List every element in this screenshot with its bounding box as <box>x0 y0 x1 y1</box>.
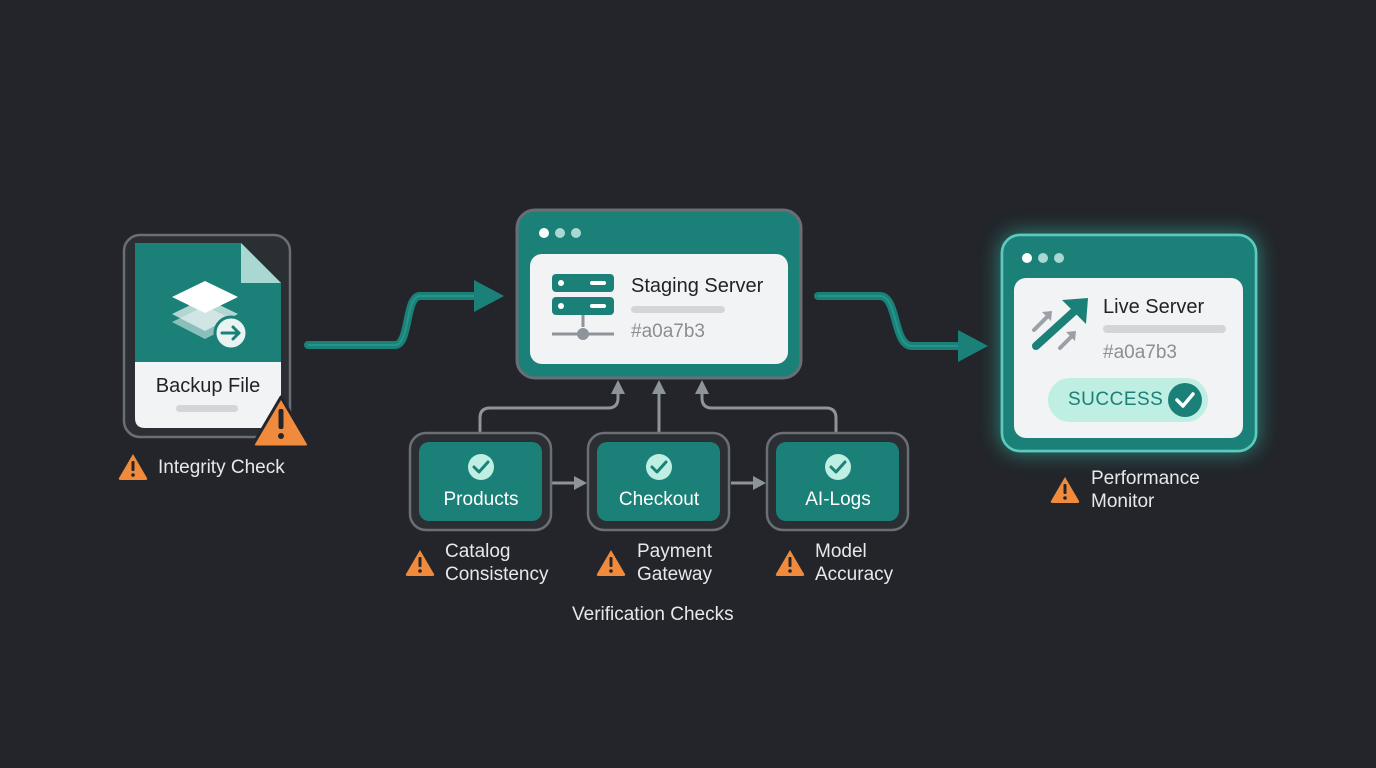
performance-monitor-line: Monitor <box>1091 491 1155 512</box>
check-note-line: Accuracy <box>815 564 894 585</box>
check-label-ai-logs: AI-Logs <box>805 489 871 510</box>
integrity-check-label: Integrity Check <box>158 457 285 478</box>
warning-icon <box>118 454 148 480</box>
verification-checks-label: Verification Checks <box>572 604 734 625</box>
check-box-products <box>408 431 553 532</box>
check-note-ai-logs: Model Accuracy <box>815 540 893 586</box>
live-server-hash: #a0a7b3 <box>1103 342 1177 363</box>
check-box-checkout <box>586 431 731 532</box>
check-note-products: Catalog Consistency <box>445 540 549 586</box>
check-box-ai-logs <box>765 431 910 532</box>
check-note-line: Consistency <box>445 564 549 585</box>
performance-monitor-line: Performance <box>1091 468 1200 489</box>
warning-icon <box>596 550 626 576</box>
warning-icon <box>1050 477 1080 503</box>
backup-file-label: Backup File <box>155 375 261 397</box>
check-circle-icon <box>646 454 672 480</box>
check-label-checkout: Checkout <box>618 489 700 510</box>
staging-server-title: Staging Server <box>631 275 764 297</box>
check-connectors <box>478 392 838 485</box>
live-server-title: Live Server <box>1103 296 1205 318</box>
check-note-checkout: Payment Gateway <box>637 540 712 586</box>
warning-icon <box>775 550 805 576</box>
trend-up-icon <box>1032 298 1088 350</box>
flow-arrow-to-live <box>814 292 988 362</box>
success-check-icon <box>1168 383 1202 417</box>
flow-arrow-to-staging <box>304 280 504 349</box>
check-note-line: Model <box>815 541 867 562</box>
arrow-right-circle-icon <box>213 315 249 351</box>
check-circle-icon <box>468 454 494 480</box>
performance-monitor-label: Performance Monitor <box>1091 467 1200 513</box>
backup-placeholder-bar <box>176 405 238 412</box>
layers-icon <box>172 281 238 339</box>
check-note-line: Payment <box>637 541 712 562</box>
check-note-line: Gateway <box>637 564 712 585</box>
server-icon <box>552 274 614 340</box>
backup-warning-icon <box>251 395 311 449</box>
success-badge-label: SUCCESS <box>1068 389 1164 410</box>
warning-icon <box>405 550 435 576</box>
staging-server-hash: #a0a7b3 <box>631 321 705 342</box>
check-label-products: Products <box>443 489 519 510</box>
check-circle-icon <box>825 454 851 480</box>
connector-arrowheads <box>574 380 766 490</box>
check-note-line: Catalog <box>445 541 511 562</box>
